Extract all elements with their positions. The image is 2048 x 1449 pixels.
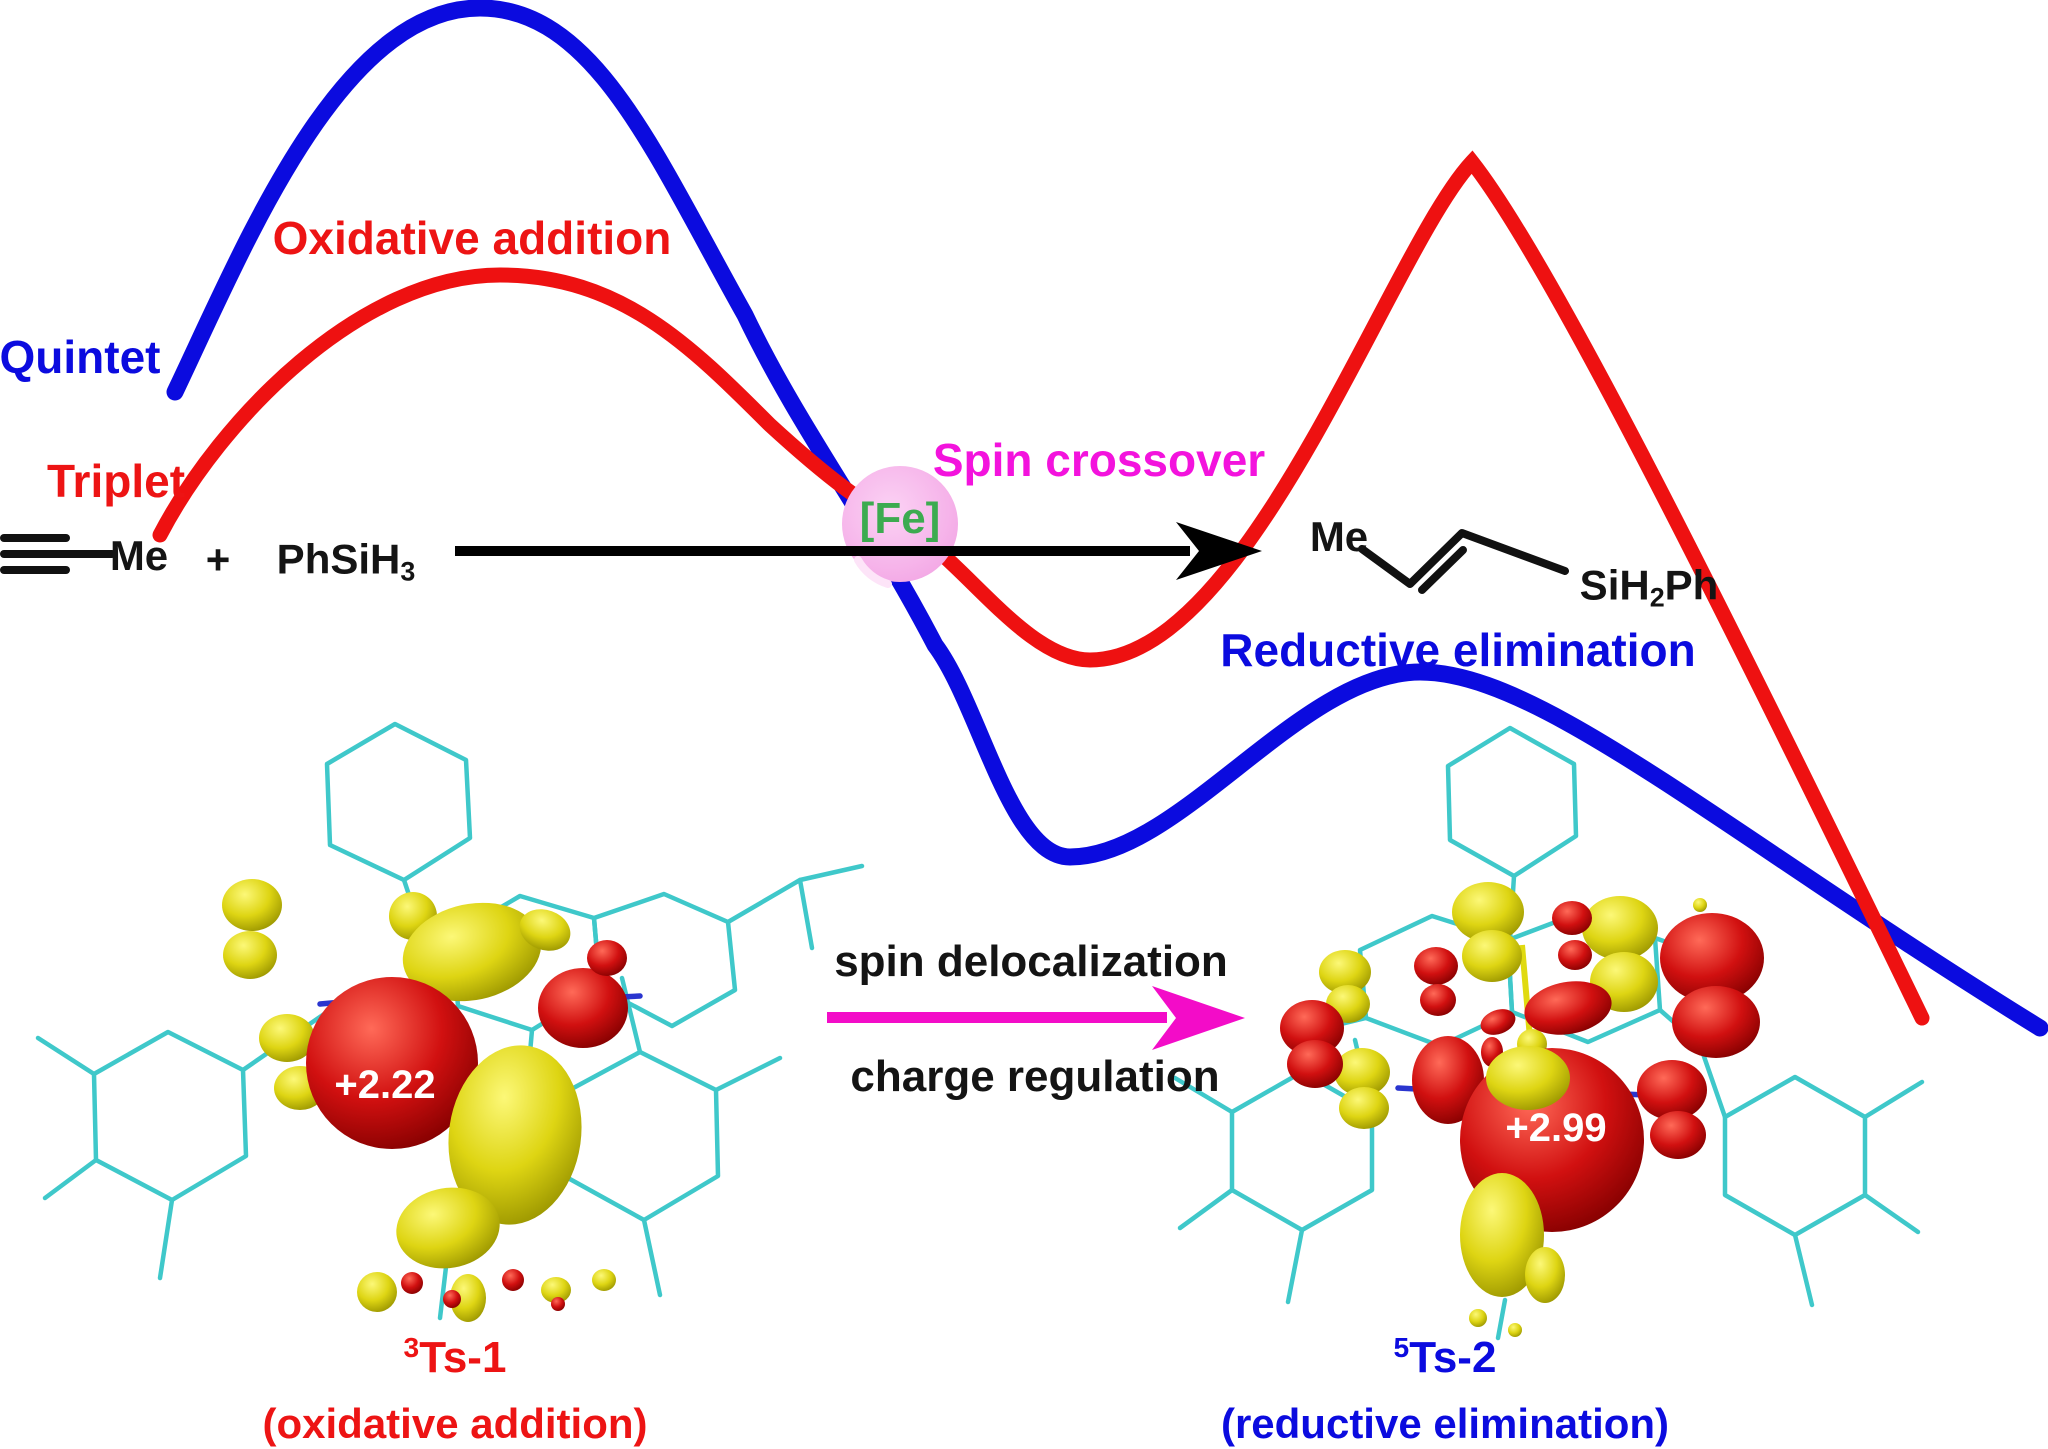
ts2-spin-multiplicity: 5	[1393, 1331, 1410, 1363]
charge-regulation-label: charge regulation	[850, 1052, 1220, 1101]
reactant-me-label: Me	[109, 532, 169, 579]
ts2-caption: (reductive elimination)	[1220, 1400, 1670, 1447]
alkyne-skeleton	[0, 534, 116, 574]
spin-population-ts1: +2.22	[334, 1063, 436, 1107]
quintet-curve	[166, 0, 2048, 1037]
silane-formula: PhSiH3	[276, 535, 416, 587]
triplet-curve	[152, 150, 1930, 1026]
product-silyl-tail: Ph	[1664, 561, 1719, 609]
plus-sign: +	[205, 536, 231, 583]
spin-density-blobs-3ts1	[222, 879, 628, 1322]
spin-delocalization-label: spin delocalization	[834, 937, 1228, 986]
process-arrow	[827, 986, 1245, 1050]
ts2-name: 5Ts-2	[1393, 1331, 1497, 1383]
ts1-name: 3Ts-1	[403, 1331, 507, 1383]
reaction-arrow	[455, 522, 1262, 580]
molecule-3ts1	[35, 721, 865, 1322]
silane-sub: 3	[400, 556, 416, 587]
ts1-caption: (oxidative addition)	[262, 1400, 648, 1447]
product-skeleton	[1358, 529, 1569, 594]
quintet-label: Quintet	[0, 331, 161, 383]
fe-bond-5ts2	[1519, 944, 1533, 1039]
molecule-5ts2	[1172, 725, 1925, 1341]
spin-density-blobs-5ts2	[1280, 882, 1764, 1337]
product-silyl-formula: SiH2Ph	[1579, 561, 1719, 613]
oxidative-addition-label: Oxidative addition	[272, 212, 672, 264]
product-silyl-main: SiH	[1579, 561, 1650, 609]
silane-main: PhSiH	[276, 535, 401, 583]
product-me-label: Me	[1309, 513, 1369, 560]
product-silyl-sub: 2	[1649, 582, 1665, 613]
catalyst-label: [Fe]	[859, 494, 941, 543]
ts1-name-main: Ts-1	[419, 1333, 507, 1383]
ts1-spin-multiplicity: 3	[403, 1331, 420, 1363]
triplet-label: Triplet	[46, 455, 186, 507]
ts2-name-main: Ts-2	[1409, 1333, 1497, 1383]
reductive-elimination-label: Reductive elimination	[1220, 624, 1696, 676]
spin-crossover-label: Spin crossover	[932, 434, 1266, 486]
spin-population-ts2: +2.99	[1505, 1106, 1607, 1150]
